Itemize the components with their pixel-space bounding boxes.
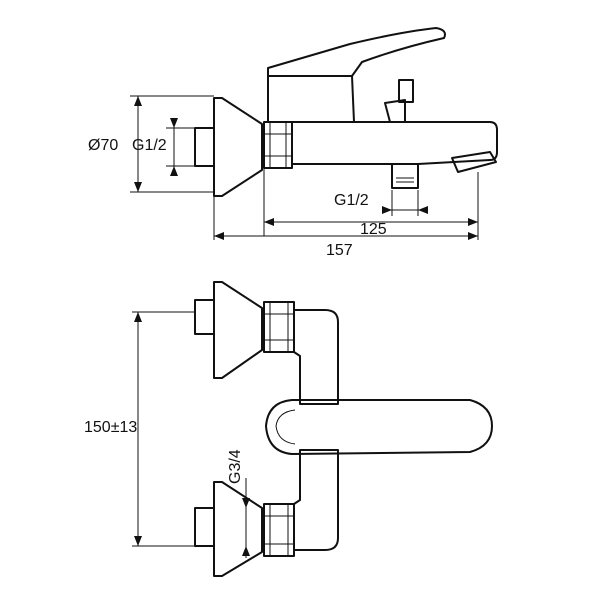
top-lever-handle — [265, 399, 493, 455]
dim-inlet-thread-top: G1/2 — [132, 137, 167, 154]
top-lower-wall-flange — [213, 481, 263, 577]
side-wall-flange — [213, 97, 263, 197]
side-shower-connector — [391, 163, 419, 189]
side-lever-handle — [267, 27, 446, 77]
side-spout-outlet — [451, 151, 497, 173]
top-upper-hex-nut — [263, 301, 295, 353]
dim-body-length: 125 — [360, 221, 387, 238]
side-handle-base — [267, 75, 355, 123]
top-lower-hex-nut — [263, 503, 295, 557]
dim-inlet-thread-bottom: G3/4 — [227, 449, 244, 484]
side-diverter-knob — [384, 99, 406, 123]
side-shower-connector-detail — [396, 177, 414, 183]
top-faucet-body-lower — [293, 449, 339, 551]
side-hex-nut-detail — [264, 122, 292, 168]
dim-overall-length: 157 — [326, 242, 353, 259]
dim-center-distance: 150±13 — [84, 419, 137, 436]
top-faucet-body — [293, 309, 339, 405]
top-upper-wall-flange — [213, 281, 263, 379]
side-diverter-cap — [398, 79, 414, 103]
top-lower-inlet-pipe — [194, 507, 215, 547]
side-view: Ø70 G1/2 G1/2 125 157 — [88, 27, 498, 259]
side-faucet-body — [291, 121, 498, 165]
top-upper-inlet-pipe — [194, 299, 215, 335]
side-inlet-pipe — [194, 127, 215, 167]
dim-spout-thread: G1/2 — [334, 192, 369, 209]
side-hex-nut — [263, 121, 293, 169]
top-view: 150±13 G3/4 — [84, 281, 493, 577]
dim-flange-diameter: Ø70 — [88, 137, 118, 154]
top-lever-inner — [275, 409, 296, 445]
